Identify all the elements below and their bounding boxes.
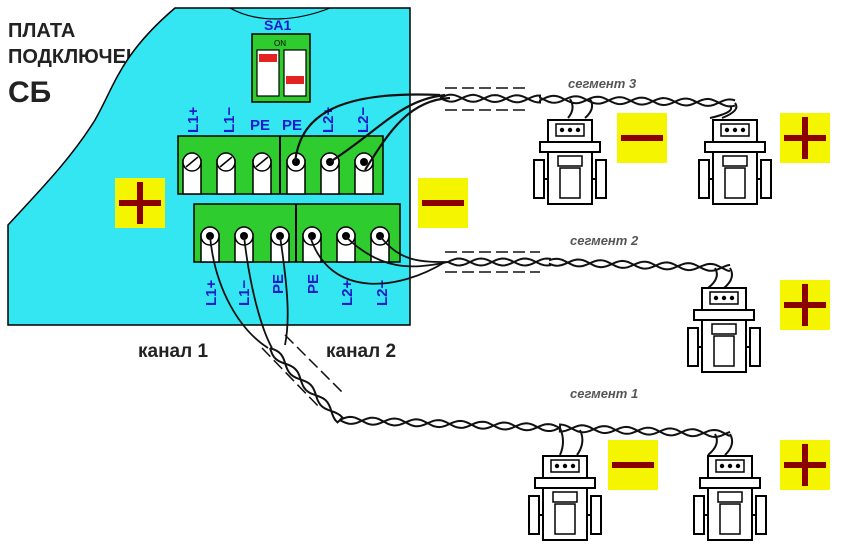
- flowmeter-device-icon[interactable]: [533, 119, 607, 205]
- plus-sign-icon: [780, 280, 830, 330]
- segment-2-label: сегмент 2: [570, 233, 639, 248]
- terminal-screw[interactable]: [354, 152, 374, 195]
- top-screws: [182, 152, 374, 195]
- cable-wire: [269, 347, 731, 439]
- terminal-screw[interactable]: [234, 226, 254, 263]
- segment-1-label: сегмент 1: [570, 386, 638, 401]
- terminal-screw[interactable]: [182, 152, 202, 195]
- top-label-l1plus: L1+: [185, 106, 202, 133]
- terminal-screw[interactable]: [302, 226, 322, 263]
- bottom-label-l2plus: L2+: [339, 279, 356, 306]
- title-line-1: ПЛАТА: [8, 20, 76, 42]
- flowmeter-device-icon[interactable]: [687, 287, 761, 373]
- top-label-pe2: PE: [282, 117, 302, 134]
- channel-2-label: канал 2: [326, 341, 396, 362]
- cable-wire: [269, 347, 731, 438]
- bottom-label-pe1: PE: [270, 274, 287, 294]
- bottom-label-l2minus: L2−: [374, 279, 391, 306]
- top-label-l1minus: L1−: [221, 106, 238, 133]
- plus-sign-icon: [780, 113, 830, 163]
- terminal-screw[interactable]: [252, 152, 272, 195]
- cable-wire: [447, 257, 731, 272]
- terminal-screw[interactable]: [336, 226, 356, 263]
- twisted-pair-cables: [269, 93, 738, 456]
- title-line-3: СБ: [8, 76, 52, 109]
- bottom-label-l1minus: L1−: [236, 279, 253, 306]
- cable-shields: [261, 87, 540, 409]
- bottom-label-l1plus: L1+: [203, 279, 220, 306]
- switch-label: SA1: [264, 17, 291, 33]
- channel-1-label: канал 1: [138, 341, 208, 362]
- cable-wire: [439, 93, 736, 108]
- plus-sign-icon: [115, 178, 165, 228]
- minus-sign-icon: [608, 440, 658, 490]
- top-label-pe1: PE: [250, 117, 270, 134]
- bottom-screws: [200, 226, 390, 263]
- terminal-screw[interactable]: [286, 152, 306, 195]
- flowmeter-device-icon[interactable]: [698, 119, 772, 205]
- bottom-label-pe2: PE: [305, 274, 322, 294]
- minus-sign-icon: [617, 113, 667, 163]
- cable-wire: [447, 257, 731, 273]
- top-label-l2minus: L2−: [355, 106, 372, 133]
- segment-3-label: сегмент 3: [568, 76, 637, 91]
- flowmeter-device-icon[interactable]: [693, 455, 767, 541]
- wires-segment-3: [293, 93, 451, 171]
- wires-segment-2: [309, 235, 451, 285]
- plus-sign-icon: [780, 440, 830, 490]
- minus-sign-icon: [418, 178, 468, 228]
- terminal-screw[interactable]: [270, 226, 290, 263]
- terminal-screw[interactable]: [200, 226, 220, 263]
- terminal-screw[interactable]: [216, 152, 236, 195]
- switch-on-label: ON: [274, 39, 286, 48]
- flowmeter-device-icon[interactable]: [528, 455, 602, 541]
